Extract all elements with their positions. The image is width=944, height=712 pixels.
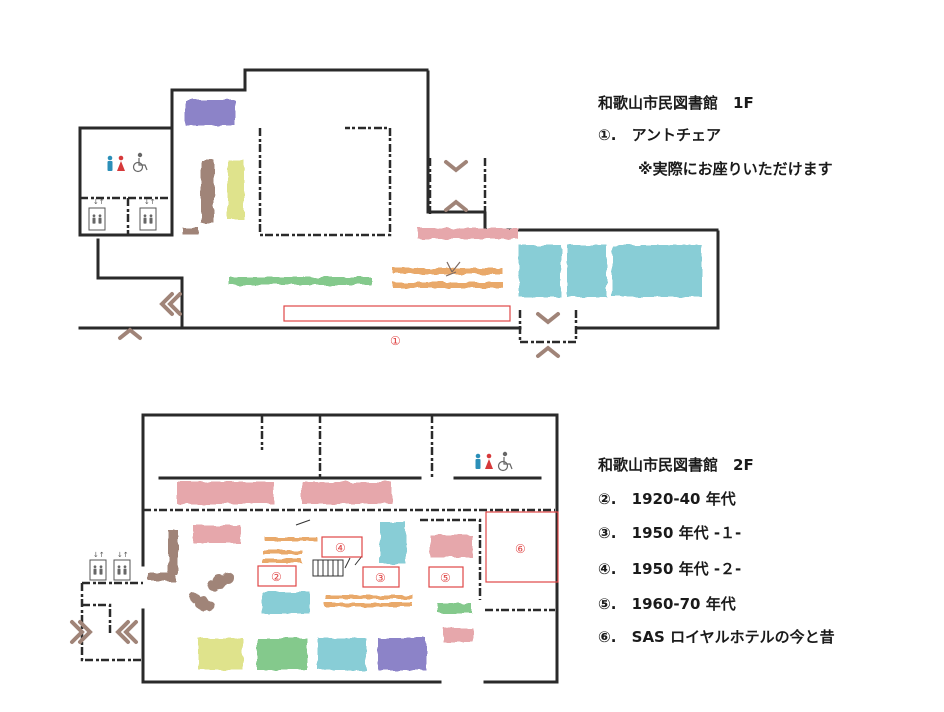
area-orange-e (325, 603, 413, 607)
area-orange-b (262, 550, 302, 554)
floor1-areas (183, 100, 702, 297)
floor2-item-2-text: 1920-40 年代 (631, 490, 736, 508)
area-orange-2 (393, 282, 503, 288)
floor2-item-4-text: 1950 年代 -２- (631, 560, 742, 578)
floor2-areas (148, 482, 473, 670)
area-cyan-3 (612, 245, 702, 297)
floor2-item-3-text: 1950 年代 -１- (631, 524, 742, 542)
area-orange-d (325, 595, 413, 599)
marker-4-label: ④ (335, 541, 346, 555)
area-pink-1 (177, 482, 274, 504)
wheelchair-icon (497, 451, 513, 472)
floor2-item-5-text: 1960-70 年代 (631, 595, 736, 613)
area-cyan-1 (519, 245, 561, 297)
marker-5-label: ⑤ (440, 571, 451, 585)
area-cyan-2 (567, 245, 607, 297)
area-cyan-c (318, 638, 366, 670)
marker-6-label: ⑥ (515, 542, 526, 556)
svg-text:↓↑: ↓↑ (93, 198, 105, 206)
svg-text:↓↑: ↓↑ (93, 551, 105, 559)
area-brown-vertical (201, 160, 214, 223)
plant-icon (190, 572, 234, 611)
area-green (229, 277, 371, 285)
floor1-item-1: ①. アントチェア (598, 128, 721, 143)
area-pink-4 (430, 535, 472, 557)
marker-1-label: ① (390, 334, 401, 348)
area-pink-2 (302, 482, 392, 504)
elevator-icon: ↓↑ ↓↑ (88, 198, 157, 231)
marker-6[interactable]: ⑥ (485, 511, 559, 583)
svg-text:↓↑: ↓↑ (117, 551, 129, 559)
marker-4[interactable]: ④ (321, 536, 363, 558)
marker-2[interactable]: ② (257, 565, 297, 587)
floor2-item-6-num: ⑥. (598, 628, 617, 646)
stairs-icon (118, 160, 560, 358)
floor2-item-4: ④. 1950 年代 -２- (598, 562, 741, 577)
floor2-item-5-num: ⑤. (598, 595, 617, 613)
wheelchair-icon (132, 152, 148, 173)
marker-3[interactable]: ③ (362, 566, 400, 588)
marker-1[interactable]: ① (283, 305, 511, 348)
elevator-icon: ↓↑ ↓↑ (89, 551, 131, 581)
area-purple (378, 638, 426, 670)
area-brown-small (183, 228, 199, 235)
marker-3-label: ③ (375, 571, 386, 585)
floor2-item-6-text: SAS ロイヤルホテルの今と昔 (631, 628, 835, 646)
area-pink-5 (443, 628, 473, 642)
area-pink (418, 228, 518, 239)
restroom-icon (475, 453, 493, 469)
floor1-item-1-num: ①. (598, 126, 617, 144)
floor1-title: 和歌山市民図書館 1F (598, 94, 754, 112)
floor2-item-5: ⑤. 1960-70 年代 (598, 597, 736, 612)
area-purple (185, 100, 235, 125)
area-brown-2 (148, 573, 175, 581)
area-cyan-b (262, 592, 310, 614)
marker-2-label: ② (271, 570, 282, 584)
area-brown-1 (168, 530, 178, 575)
escalator-icon (70, 620, 138, 644)
marker-5[interactable]: ⑤ (428, 566, 464, 588)
floor2-title: 和歌山市民図書館 2F (598, 456, 754, 474)
area-yellow (228, 160, 244, 220)
svg-text:↓↑: ↓↑ (144, 198, 156, 206)
area-green (257, 638, 307, 670)
area-green-small (438, 604, 472, 613)
floor1-plan (78, 68, 720, 344)
stairs-icon (295, 519, 363, 577)
area-yellow (198, 638, 243, 670)
floor2-plan (80, 413, 559, 684)
floor1-item-1-text: アントチェア (631, 126, 722, 144)
area-pink-3 (193, 525, 240, 543)
restroom-icon (107, 155, 125, 171)
area-orange-1 (393, 268, 503, 274)
area-orange-a (265, 537, 317, 541)
chair-icon (445, 261, 461, 277)
floor2-item-3-num: ③. (598, 524, 617, 542)
floor2-item-4-num: ④. (598, 560, 617, 578)
floor2-item-3: ③. 1950 年代 -１- (598, 526, 741, 541)
floor1-note: ※実際にお座りいただけます (638, 160, 833, 178)
area-cyan-a (380, 522, 406, 564)
floor2-item-2-num: ②. (598, 490, 617, 508)
floor2-item-2: ②. 1920-40 年代 (598, 492, 736, 507)
floor2-item-6: ⑥. SAS ロイヤルホテルの今と昔 (598, 630, 835, 645)
area-orange-c (262, 559, 302, 563)
